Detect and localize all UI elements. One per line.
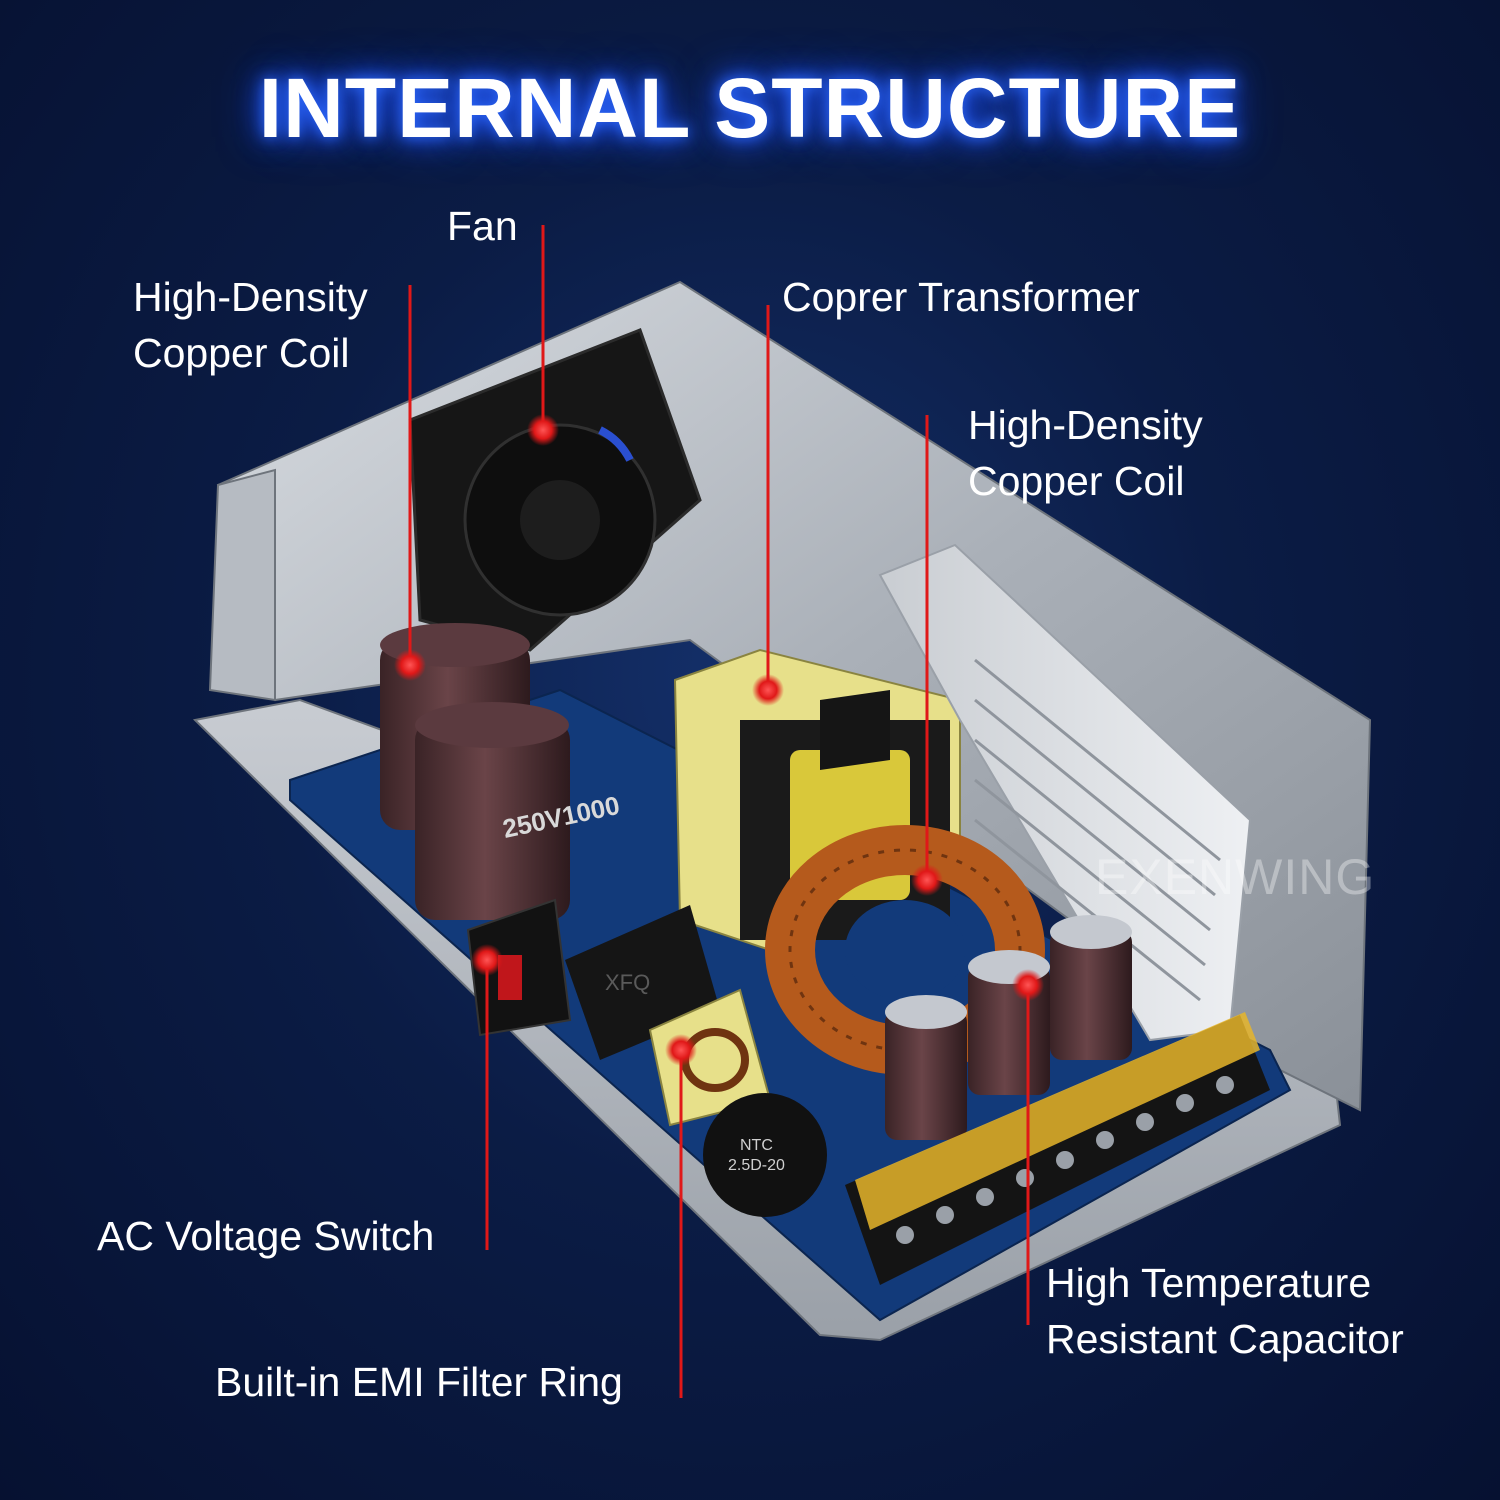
coil-right-label-line1: High-Density — [968, 402, 1203, 448]
brand-watermark: EXENWING — [1095, 849, 1376, 905]
ac-switch-marker-icon — [471, 944, 503, 976]
emi-filter-label: Built-in EMI Filter Ring — [215, 1359, 623, 1405]
fan-marker-icon — [527, 414, 559, 446]
ntc-label: NTC — [740, 1137, 773, 1154]
callout-dots — [394, 414, 1044, 1066]
ntc-thermistor-icon: NTC 2.5D-20 — [703, 1093, 827, 1217]
heatsink-icon — [878, 543, 1252, 1042]
capacitor-marker-icon — [1012, 969, 1044, 1001]
ntc-value: 2.5D-20 — [728, 1157, 785, 1174]
coil-left-marker-icon — [394, 649, 426, 681]
coil-left-label-line2: Copper Coil — [133, 330, 350, 376]
coil-left-label-line1: High-Density — [133, 274, 368, 320]
transformer-label: Coprer Transformer — [782, 274, 1140, 320]
capacitor-label-line1: High Temperature — [1046, 1260, 1372, 1306]
callout-lines — [408, 225, 1030, 1398]
terminal-block-icon — [845, 1012, 1270, 1285]
coil-right-marker-icon — [911, 864, 943, 896]
rectifier-label: XFQ — [605, 970, 650, 995]
transformer-marker-icon — [752, 674, 784, 706]
coil-right-label-line2: Copper Coil — [968, 458, 1185, 504]
chassis-side-wall — [208, 468, 276, 702]
page-title: INTERNAL STRUCTURE — [258, 61, 1242, 155]
fan-icon — [408, 328, 702, 652]
ac-switch-icon — [466, 898, 572, 1037]
ac-switch-label: AC Voltage Switch — [97, 1213, 435, 1259]
output-capacitors-icon — [885, 915, 1132, 1140]
fan-label: Fan — [447, 203, 518, 249]
capacitor-label-line2: Resistant Capacitor — [1046, 1316, 1404, 1362]
emi-marker-icon — [665, 1034, 697, 1066]
